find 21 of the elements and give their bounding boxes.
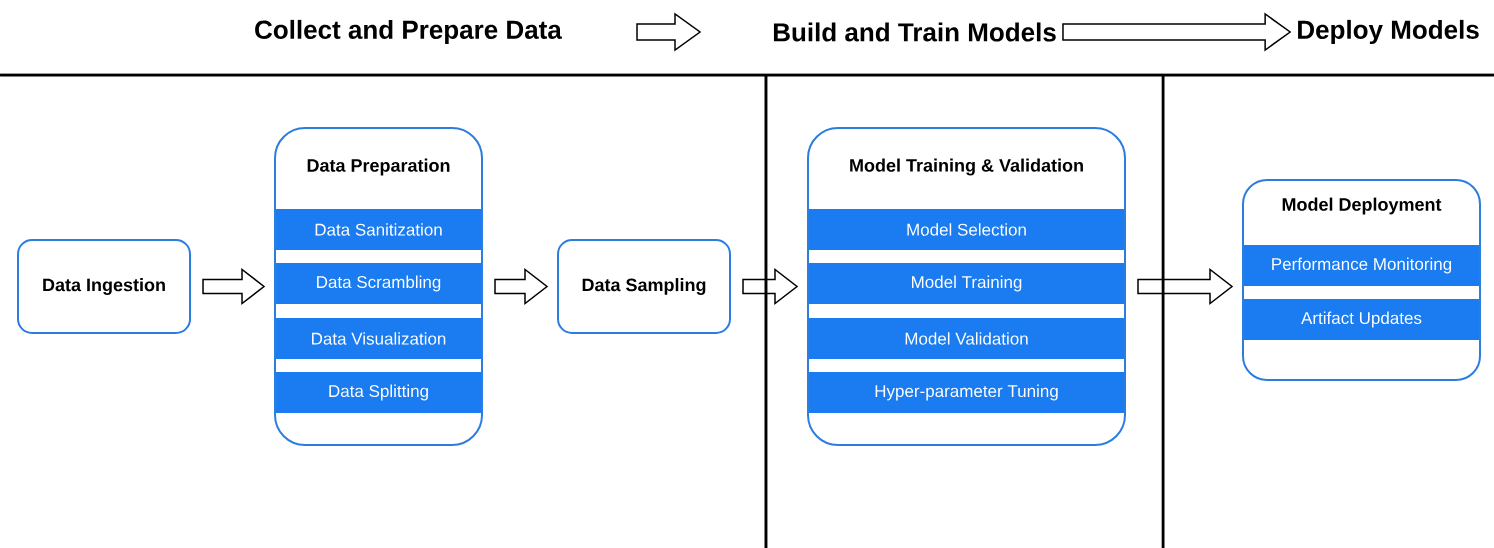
process-box: Data Ingestion	[17, 239, 191, 334]
stage-heading: Collect and Prepare Data	[255, 19, 562, 45]
stage-heading: Deploy Models	[1298, 19, 1479, 45]
step-band: Artifact Updates	[1244, 299, 1479, 340]
step-band: Data Splitting	[276, 372, 481, 413]
block-arrow	[1062, 12, 1292, 52]
step-band: Model Training	[809, 263, 1124, 304]
step-band: Data Scrambling	[276, 263, 481, 304]
step-band: Model Selection	[809, 209, 1124, 250]
step-band: Hyper-parameter Tuning	[809, 372, 1124, 413]
block-arrow	[202, 267, 266, 305]
block-arrow	[494, 267, 549, 305]
step-band: Performance Monitoring	[1244, 245, 1479, 286]
step-band: Data Sanitization	[276, 209, 481, 250]
block-arrow	[742, 267, 799, 305]
process-box: Data Sampling	[557, 239, 731, 334]
stage-heading: Build and Train Models	[773, 22, 1056, 42]
step-band: Data Visualization	[276, 318, 481, 359]
step-band: Model Validation	[809, 318, 1124, 359]
block-arrow	[1137, 267, 1234, 305]
block-arrow	[636, 12, 702, 52]
